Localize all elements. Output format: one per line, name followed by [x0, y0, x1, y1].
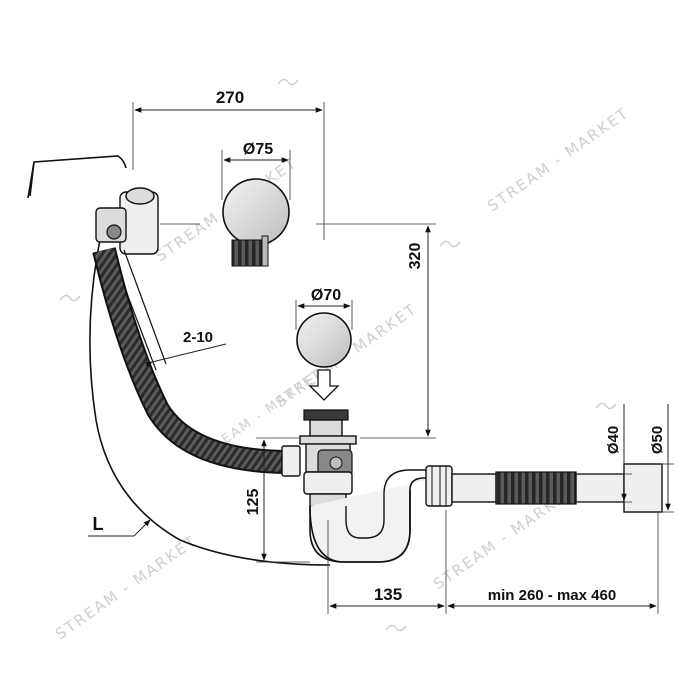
detail-overflow-cap [222, 178, 290, 267]
watermark-wave-2 [439, 240, 461, 248]
outlet-sleeve [451, 473, 497, 503]
label-diameter-50: Ø50 [649, 426, 666, 454]
hose-nut [281, 445, 301, 477]
label-320: 320 [407, 243, 424, 270]
drain-assembly [281, 409, 663, 563]
dimension-labels: 270 Ø75 320 Ø70 2-10 125 L 135 min 260 -… [93, 88, 667, 604]
label-270: 270 [216, 88, 244, 107]
overflow-cap-pin [261, 235, 269, 267]
label-min-max: min 260 - max 460 [488, 587, 616, 604]
siphon-u-inner [345, 469, 436, 539]
overflow-unit [95, 187, 167, 371]
watermark-wave-1 [277, 78, 299, 86]
label-125: 125 [245, 489, 262, 516]
bathtub-outline [27, 155, 331, 566]
label-diameter-40: Ø40 [605, 426, 622, 454]
label-L: L [93, 514, 104, 534]
label-diameter-70: Ø70 [311, 287, 341, 304]
arrow-down-icon [308, 369, 340, 401]
outlet-end-cuff [623, 463, 663, 513]
outlet-corrugated [495, 471, 577, 505]
detail-drain-plug [296, 312, 352, 401]
drain-plug-neck [309, 419, 343, 437]
dim-2-10-leader [151, 343, 227, 363]
outlet-nut [425, 465, 453, 507]
label-135: 135 [374, 585, 402, 604]
dim-2-10-arrow [145, 361, 153, 368]
tub-wall [89, 239, 331, 566]
drain-plug-head [303, 409, 349, 421]
watermark-wave-4 [595, 402, 617, 410]
overflow-cap-detail-icon [222, 178, 290, 246]
dimension-lines [88, 102, 674, 614]
drain-lower-nut [303, 471, 353, 495]
overflow-cap-thread [231, 239, 267, 267]
label-diameter-75: Ø75 [243, 141, 273, 158]
overflow-guide-2 [123, 249, 167, 365]
siphon-u-outline [309, 490, 411, 563]
tub-rim-edge [29, 161, 35, 197]
watermark-5: STREAM - MARKET [52, 532, 201, 644]
tub-rim [27, 155, 127, 199]
drain-plug-detail-icon [296, 312, 352, 368]
watermark-wave-3 [59, 294, 81, 302]
fitting-screw-icon [329, 456, 343, 470]
outlet-pipe [575, 473, 625, 503]
watermark-wave-5 [385, 624, 407, 632]
overflow-cap [125, 187, 155, 205]
overflow-hose [94, 247, 291, 472]
watermark-2: STREAM - MARKET [484, 104, 633, 216]
drain-flange [299, 435, 357, 445]
label-2-10: 2-10 [183, 329, 213, 346]
overflow-screw-icon [106, 224, 122, 240]
dim-L-arrow [133, 519, 151, 537]
